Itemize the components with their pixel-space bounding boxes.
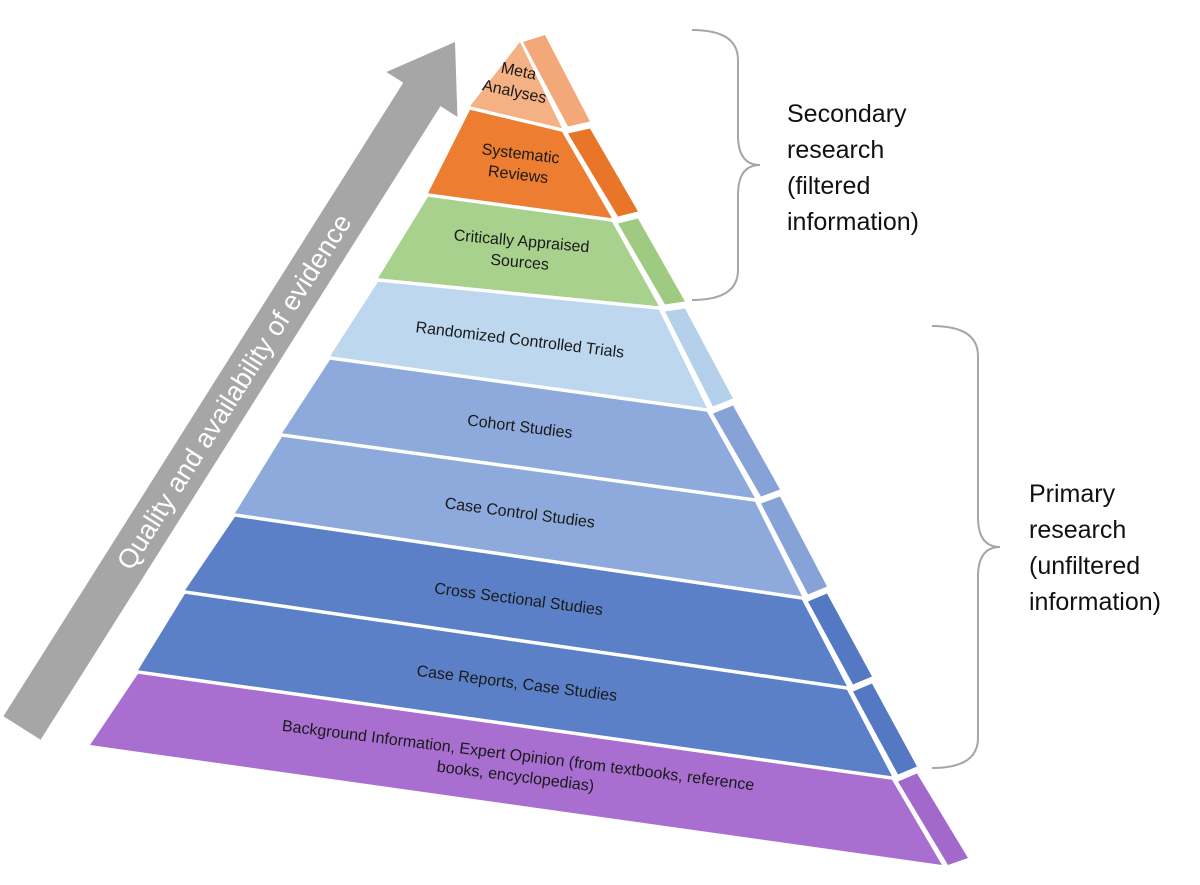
tier-face — [330, 281, 707, 409]
tier-side-face — [853, 683, 917, 775]
group-secondary-research: Secondary research (filtered information) — [787, 100, 919, 236]
tier-cross-sectional-studies: Cross Sectional Studies — [185, 516, 872, 687]
tier-randomized-controlled-trials: Randomized Controlled Trials — [330, 281, 733, 409]
tier-side-face — [898, 773, 968, 865]
group-label-line: Primary — [1029, 480, 1116, 508]
tier-side-face — [761, 496, 827, 595]
group-label-line: Secondary — [787, 100, 907, 128]
tier-background-information: Background Information, Expert Opinion (… — [90, 673, 968, 865]
bracket-icon — [691, 29, 761, 301]
arrow-icon — [3, 42, 458, 740]
tier-side-face — [618, 218, 685, 305]
tier-face — [235, 436, 802, 597]
group-label-line: (filtered — [787, 172, 870, 200]
tier-cohort-studies: Cohort Studies — [282, 359, 780, 499]
bracket-icon — [931, 325, 1001, 769]
tier-face — [138, 593, 892, 777]
tier-side-face — [808, 593, 872, 685]
tier-side-face — [523, 35, 590, 127]
tier-case-control-studies: Case Control Studies — [235, 436, 827, 597]
group-label-line: (unfiltered — [1029, 552, 1140, 580]
tier-label: Sources — [490, 252, 550, 274]
tier-face — [470, 42, 562, 129]
tier-face — [185, 516, 847, 687]
group-label-line: research — [1029, 516, 1126, 544]
tier-face — [282, 359, 755, 499]
group-label-line: information) — [1029, 588, 1161, 616]
tier-face — [428, 109, 612, 219]
tier-label: Meta — [499, 60, 537, 84]
tier-side-face — [665, 308, 733, 407]
group-label-line: information) — [787, 208, 919, 236]
group-primary-research: Primary research (unfiltered information) — [1029, 480, 1161, 616]
tier-side-face — [568, 128, 638, 217]
tier-case-reports-case-studies: Case Reports, Case Studies — [138, 593, 917, 777]
tier-side-face — [713, 405, 780, 497]
group-brackets: Secondaryresearch(filteredinformation)Pr… — [691, 29, 1161, 769]
tier-face — [378, 196, 659, 307]
tier-face — [90, 673, 942, 865]
pyramid: MetaAnalysesSystematicReviewsCritically … — [90, 35, 968, 865]
group-label-line: research — [787, 136, 884, 164]
